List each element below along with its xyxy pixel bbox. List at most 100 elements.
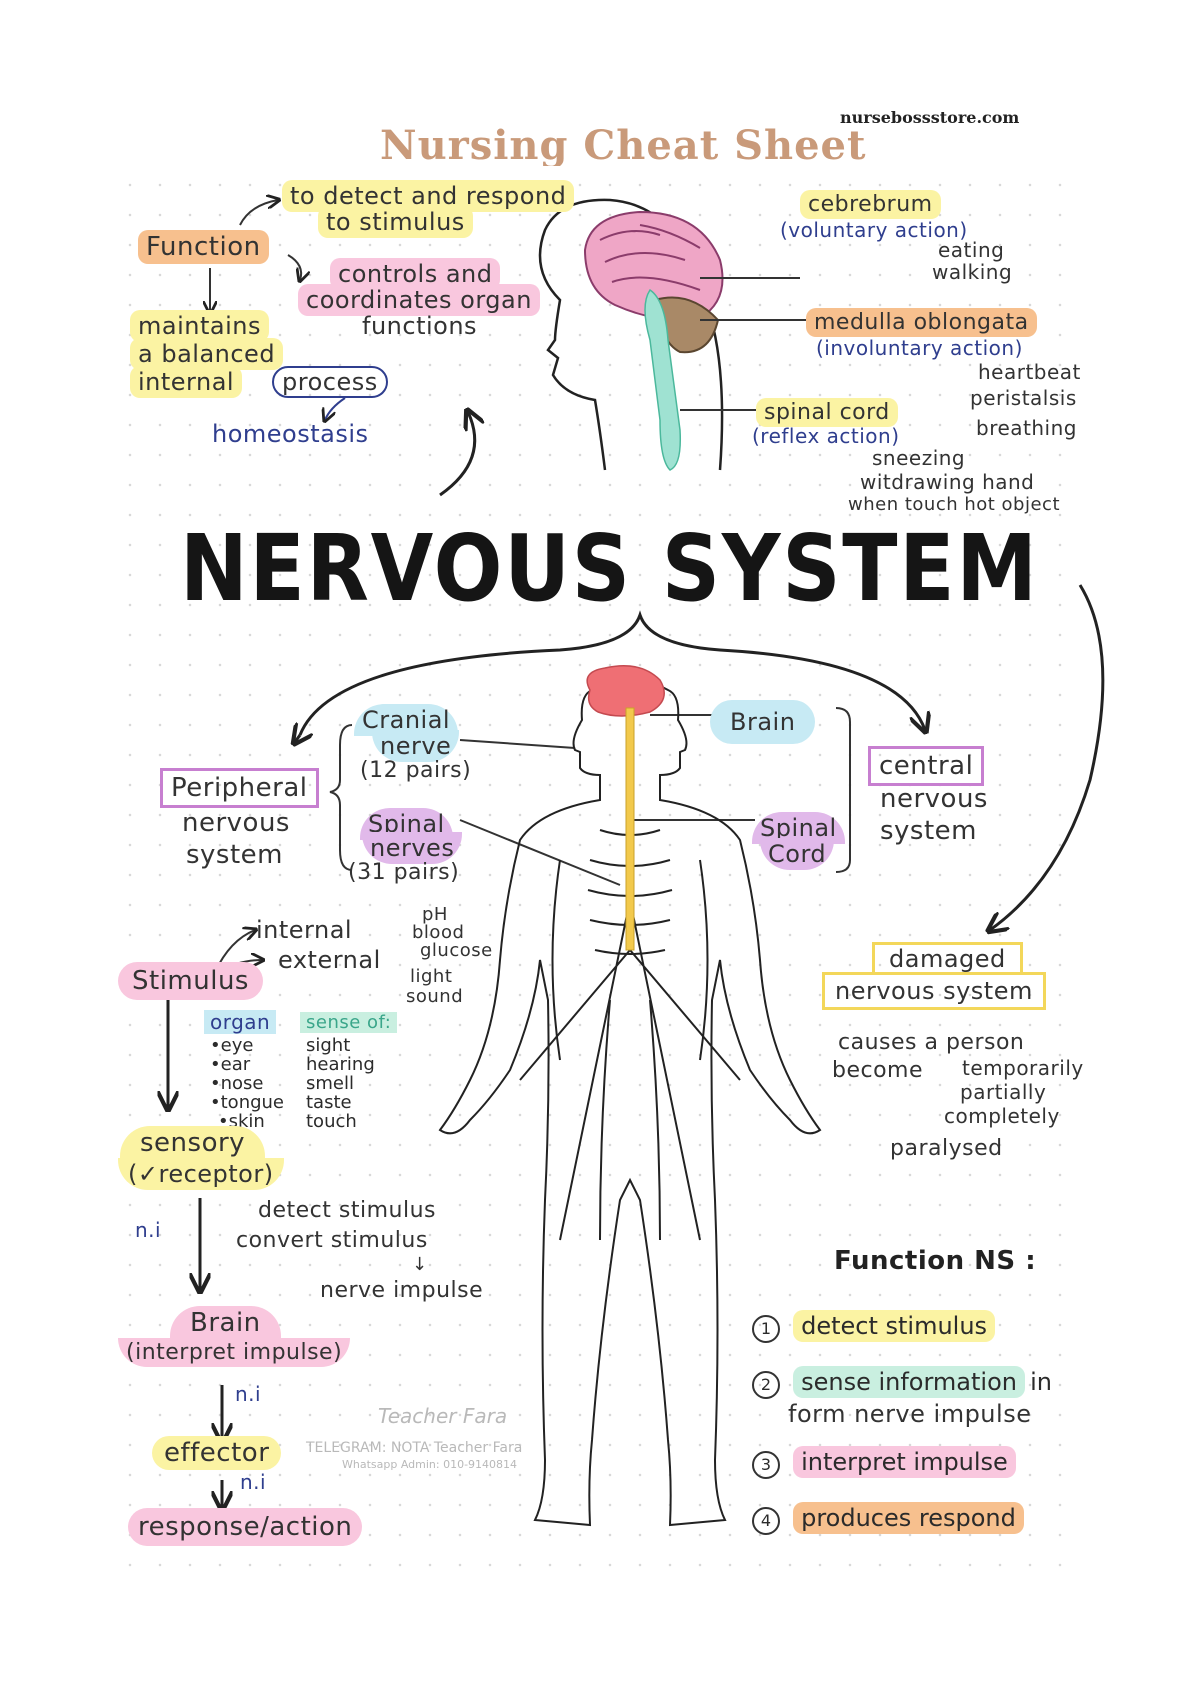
function-detect-2: to stimulus bbox=[318, 206, 473, 238]
sense-item: touch bbox=[306, 1111, 357, 1132]
watermark-line-2: Whatsapp Admin: 010-9140814 bbox=[342, 1458, 518, 1471]
function-ns-text: interpret impulse bbox=[793, 1446, 1016, 1478]
body-figure bbox=[438, 679, 822, 1527]
main-title: NERVOUS SYSTEM bbox=[180, 515, 1039, 622]
central-label-3: system bbox=[880, 816, 977, 846]
spinal-cord-sub: (reflex action) bbox=[752, 424, 900, 448]
organ-item: •nose bbox=[210, 1073, 264, 1094]
stimulus-blood: blood bbox=[412, 922, 465, 943]
central-label-2: nervous bbox=[880, 784, 988, 814]
cerebrum-label: cebrebrum bbox=[800, 190, 941, 219]
cranial-pairs: (12 pairs) bbox=[360, 758, 472, 783]
sense-list: sight hearing smell taste touch bbox=[306, 1036, 375, 1131]
function-ns-text: produces respond bbox=[793, 1502, 1024, 1534]
function-ns-item-2: 2 sense information in bbox=[752, 1366, 1052, 1399]
spinal-cord-label: spinal cord bbox=[756, 398, 898, 427]
function-controls-2: coordinates organ bbox=[298, 284, 540, 316]
cranial-label-2: nerve bbox=[372, 730, 460, 762]
stimulus-sound: sound bbox=[406, 986, 464, 1007]
function-ns-text: detect stimulus bbox=[793, 1310, 996, 1342]
medulla-label: medulla oblongata bbox=[806, 308, 1037, 337]
medulla-heartbeat: heartbeat bbox=[978, 360, 1081, 384]
function-ns-heading: Function NS : bbox=[834, 1246, 1037, 1276]
damaged-completely: completely bbox=[944, 1104, 1060, 1128]
head-profile-figure bbox=[538, 198, 724, 471]
function-maintains-3: internal bbox=[130, 366, 243, 398]
flow-down-arrow: ↓ bbox=[412, 1254, 428, 1275]
medulla-breathing: breathing bbox=[976, 416, 1077, 440]
function-label: Function bbox=[138, 230, 269, 264]
stimulus-glucose: glucose bbox=[420, 940, 493, 961]
damaged-partially: partially bbox=[960, 1080, 1047, 1104]
flow-response: response/action bbox=[128, 1508, 363, 1546]
spinal-nerves-label-2: nerves bbox=[362, 832, 463, 864]
medulla-peristalsis: peristalsis bbox=[970, 386, 1077, 410]
ni-label-1: n.i bbox=[135, 1218, 162, 1242]
sense-header: sense of: bbox=[300, 1012, 398, 1033]
sense-item: sight bbox=[306, 1035, 351, 1056]
spinal-touch: when touch hot object bbox=[848, 494, 1061, 515]
ni-label-3: n.i bbox=[240, 1470, 267, 1494]
function-maintains: maintains bbox=[130, 310, 269, 342]
function-ns-number: 2 bbox=[752, 1371, 780, 1399]
spinal-nerves-pairs: (31 pairs) bbox=[348, 860, 460, 885]
function-maintains-2: a balanced bbox=[130, 338, 284, 370]
function-process: process bbox=[272, 366, 388, 398]
function-ns-item-3: 3 interpret impulse bbox=[752, 1446, 1016, 1479]
stimulus-label: Stimulus bbox=[118, 962, 263, 1000]
sense-item: hearing bbox=[306, 1054, 375, 1075]
organ-item: •tongue bbox=[210, 1092, 285, 1113]
medulla-sub: (involuntary action) bbox=[816, 336, 1023, 360]
damaged-title: damaged bbox=[872, 942, 1023, 973]
peripheral-label-3: system bbox=[186, 840, 283, 870]
function-controls: controls and bbox=[330, 258, 501, 290]
watermark-line-1: TELEGRAM: NOTA Teacher Fara bbox=[306, 1440, 523, 1456]
organ-header: organ bbox=[204, 1010, 277, 1034]
flow-interpret: (interpret impulse) bbox=[118, 1338, 351, 1367]
peripheral-label-2: nervous bbox=[182, 808, 290, 838]
spinal-withdrawing: witdrawing hand bbox=[860, 470, 1035, 494]
spinal-cord-division-label-2: Cord bbox=[760, 838, 835, 870]
damaged-become: become bbox=[832, 1058, 924, 1083]
sense-item: taste bbox=[306, 1092, 352, 1113]
flow-brain: Brain bbox=[170, 1306, 281, 1340]
organ-item: •ear bbox=[210, 1054, 251, 1075]
damaged-paralysed: paralysed bbox=[890, 1136, 1003, 1161]
function-homeostasis: homeostasis bbox=[212, 420, 369, 448]
cerebrum-walking: walking bbox=[932, 260, 1013, 284]
central-label: central bbox=[868, 746, 985, 786]
flow-convert: convert stimulus bbox=[236, 1228, 428, 1253]
damaged-causes: causes a person bbox=[838, 1030, 1025, 1055]
function-ns-number: 3 bbox=[752, 1451, 780, 1479]
peripheral-label: Peripheral bbox=[160, 768, 319, 808]
function-ns-item-4: 4 produces respond bbox=[752, 1502, 1024, 1535]
organ-item: •eye bbox=[210, 1035, 254, 1056]
stimulus-internal: internal bbox=[256, 916, 353, 944]
function-ns-number: 4 bbox=[752, 1507, 780, 1535]
damaged-title-2: nervous system bbox=[822, 972, 1046, 1010]
site-url: nursebossstore.com bbox=[840, 108, 1020, 127]
spinal-sneezing: sneezing bbox=[872, 446, 966, 470]
cerebrum-eating: eating bbox=[938, 238, 1005, 262]
stimulus-ph: pH bbox=[422, 904, 448, 925]
ni-label-2: n.i bbox=[235, 1382, 262, 1406]
function-ns-extra: in bbox=[1030, 1368, 1052, 1396]
flow-detect: detect stimulus bbox=[258, 1198, 436, 1223]
function-ns-text: sense information bbox=[793, 1366, 1025, 1398]
watermark-signature: Teacher Fara bbox=[378, 1404, 508, 1428]
function-ns-number: 1 bbox=[752, 1315, 780, 1343]
stimulus-light: light bbox=[410, 966, 453, 987]
stimulus-external: external bbox=[278, 946, 381, 974]
brain-division-label: Brain bbox=[710, 700, 816, 744]
damaged-temporarily: temporarily bbox=[962, 1056, 1084, 1080]
sense-item: smell bbox=[306, 1073, 354, 1094]
function-controls-3: functions bbox=[362, 312, 478, 340]
function-ns-item-2-line2: form nerve impulse bbox=[788, 1400, 1032, 1428]
body-brain-shape bbox=[586, 665, 665, 717]
organ-list: •eye •ear •nose •tongue •skin bbox=[210, 1036, 284, 1131]
body-spinal-cord bbox=[625, 707, 635, 951]
cerebrum-sub: (voluntary action) bbox=[780, 218, 968, 242]
flow-nerve-impulse: nerve impulse bbox=[320, 1278, 484, 1303]
function-ns-item-1: 1 detect stimulus bbox=[752, 1310, 996, 1343]
